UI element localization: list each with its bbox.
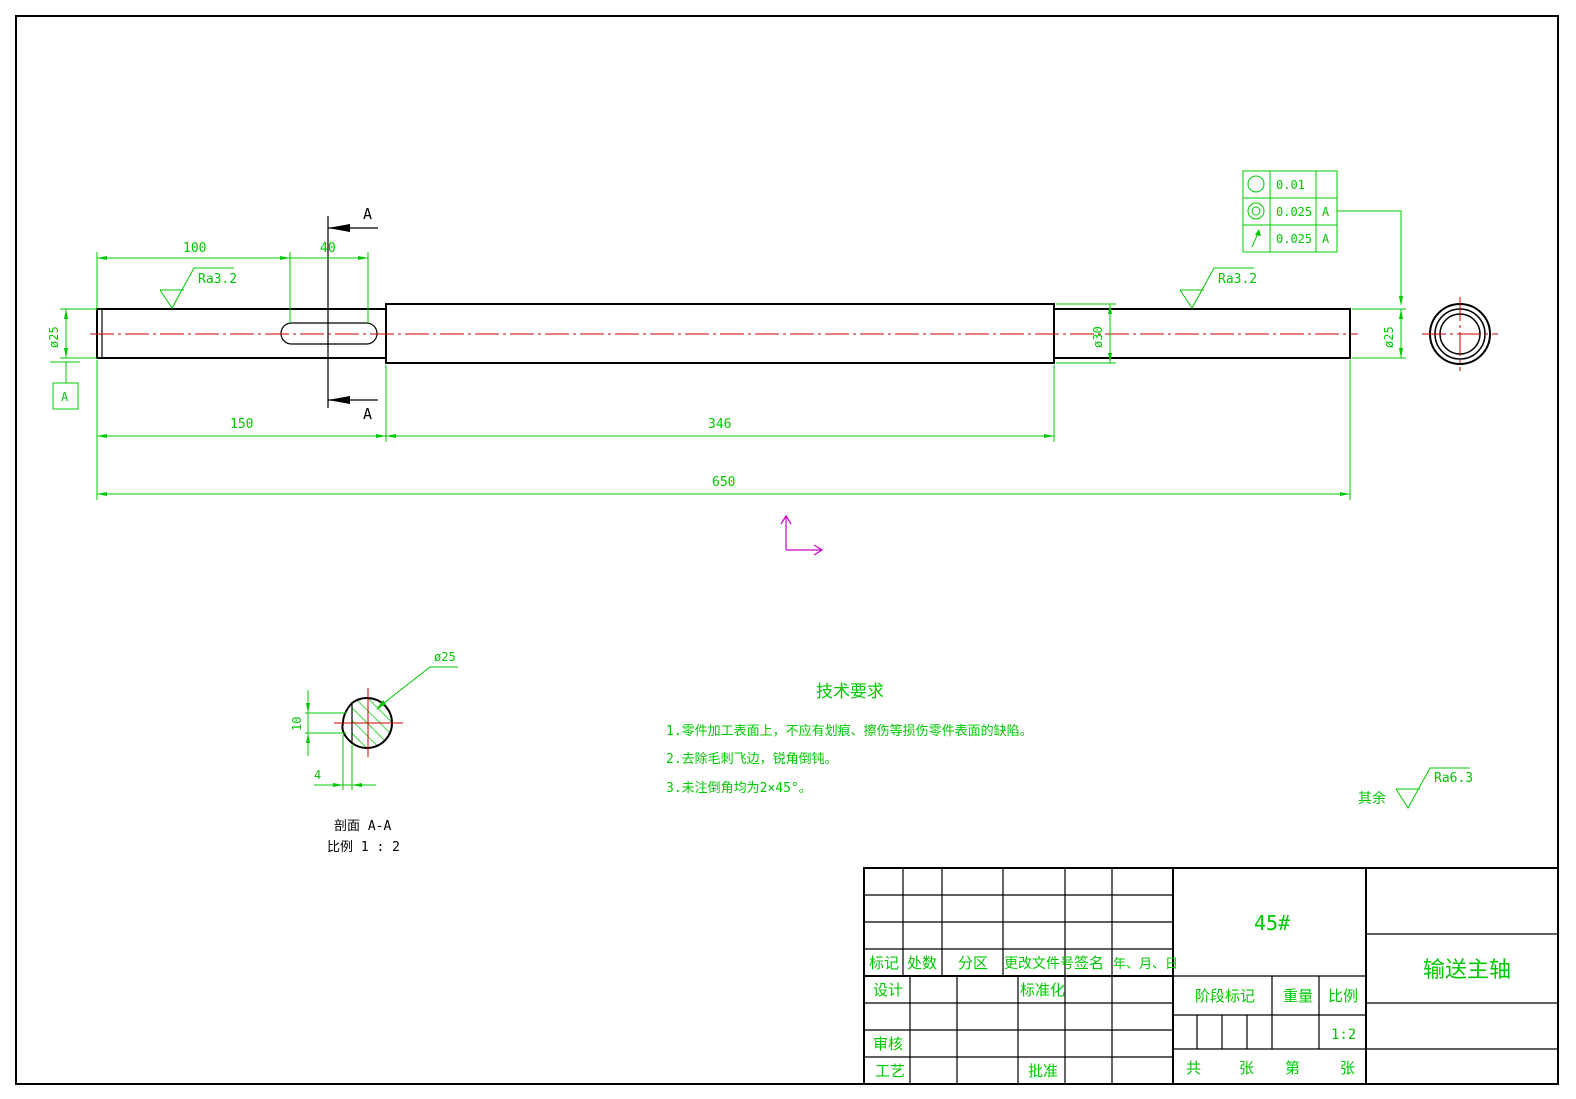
end-view (1422, 297, 1498, 371)
section-cut-marker: A A (327, 205, 378, 423)
dim-40: 40 (320, 241, 336, 256)
section-dim-10: 10 (290, 717, 304, 731)
section-dia: ø25 (434, 650, 456, 664)
dim-650: 650 (712, 475, 735, 490)
remaining-ra: Ra6.3 (1434, 771, 1473, 786)
tech-req-item-2: 2.去除毛刺飞边，锐角倒钝。 (666, 752, 838, 767)
dim-dia-right: ø25 (1382, 326, 1396, 348)
tb-header-count: 处数 (907, 954, 937, 972)
tb-total: 共 (1186, 1059, 1201, 1077)
tb-design: 设计 (873, 981, 903, 999)
tb-weight: 重量 (1283, 987, 1313, 1005)
sheet-border (15, 15, 1559, 1085)
section-dim-4: 4 (314, 768, 321, 782)
tb-part-name: 输送主轴 (1423, 958, 1511, 983)
tech-req-item-3: 3.未注倒角均为2×45°。 (666, 781, 812, 796)
tech-req-title: 技术要求 (816, 682, 884, 702)
remaining-roughness: 其余 Ra6.3 (1358, 767, 1473, 809)
tb-approve: 批准 (1028, 1062, 1058, 1080)
gdt-datum-3: A (1322, 232, 1330, 246)
tb-sheet-no: 第 (1285, 1059, 1300, 1077)
gdt-value-3: 0.025 (1276, 232, 1312, 246)
runout-icon (1251, 229, 1261, 248)
tb-review: 审核 (873, 1035, 903, 1053)
shaft-main-view (90, 303, 1358, 364)
technical-requirements: 技术要求 1.零件加工表面上，不应有划痕、擦伤等损伤零件表面的缺陷。 2.去除毛… (666, 682, 1033, 796)
tb-stage-mark: 阶段标记 (1195, 987, 1255, 1005)
dim-dia-mid: ø30 (1091, 326, 1105, 348)
dim-dia-left: ø25 (47, 326, 61, 348)
title-block: 标记 处数 分区 更改文件号 签名 年、月、日 设计 标准化 审核 工艺 批准 … (863, 867, 1559, 1085)
tb-process: 工艺 (875, 1062, 905, 1080)
roughness-right: Ra3.2 (1179, 267, 1257, 309)
datum-letter: A (61, 390, 69, 404)
tech-req-item-1: 1.零件加工表面上，不应有划痕、擦伤等损伤零件表面的缺陷。 (666, 723, 1033, 739)
section-letter-bottom: A (363, 405, 372, 423)
concentricity-icon (1247, 202, 1265, 220)
roughness-left-value: Ra3.2 (198, 272, 237, 287)
remaining-label: 其余 (1358, 790, 1386, 807)
tb-sheet-unit-2: 张 (1340, 1059, 1355, 1077)
roughness-right-value: Ra3.2 (1218, 272, 1257, 287)
section-view: 10 4 ø25 剖面 A-A 比例 1 : 2 (290, 650, 458, 855)
tb-header-sign: 签名 (1074, 954, 1104, 972)
roughness-left: Ra3.2 (159, 267, 237, 309)
dim-100: 100 (183, 241, 206, 256)
section-letter-top: A (363, 205, 372, 223)
tb-header-mark: 标记 (869, 954, 899, 972)
circularity-icon (1247, 175, 1265, 193)
datum-feature: A (50, 361, 80, 410)
dimensions: 100 40 150 346 650 ø25 (47, 241, 1406, 500)
section-caption: 剖面 A-A (334, 819, 391, 834)
tb-header-date: 年、月、日 (1113, 957, 1178, 972)
gdt-value-1: 0.01 (1276, 178, 1305, 192)
section-scale: 比例 1 : 2 (327, 840, 400, 855)
tb-header-docno: 更改文件号 (1004, 956, 1074, 972)
tb-scale-label: 比例 (1328, 987, 1358, 1005)
dim-346: 346 (708, 417, 731, 432)
gdt-datum-2: A (1322, 205, 1330, 219)
tb-scale-value: 1:2 (1331, 1027, 1356, 1043)
ucs-icon (780, 514, 824, 556)
tb-header-zone: 分区 (958, 954, 988, 972)
dim-150: 150 (230, 417, 253, 432)
tb-material: 45# (1254, 911, 1290, 935)
gdt-value-2: 0.025 (1276, 205, 1312, 219)
tb-standardize: 标准化 (1020, 981, 1065, 999)
tb-sheet-unit-1: 张 (1239, 1059, 1254, 1077)
gdt-frame: 0.01 0.025 0.025 A A (1242, 170, 1403, 306)
